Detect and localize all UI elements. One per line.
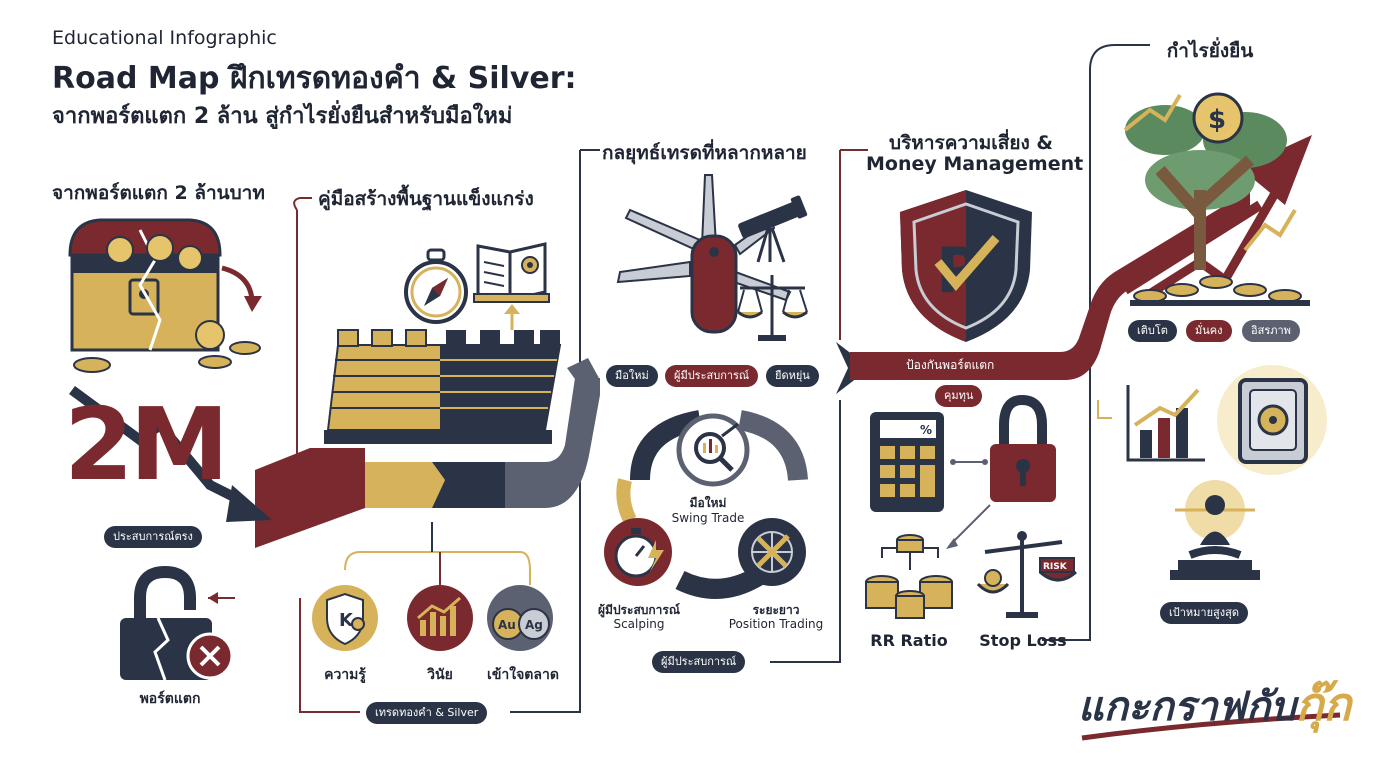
risk-tag: RISK: [1043, 562, 1068, 572]
stage1-big-2m: 2M: [64, 386, 229, 503]
stop-loss-scale-icon: RISK: [976, 531, 1077, 618]
pill-level-experienced: ผู้มีประสบการณ์: [665, 365, 759, 387]
brand-highlight: กุ๊ก: [1295, 677, 1352, 731]
open-book-gear-icon: [473, 242, 550, 330]
swiss-knife-icon: [616, 174, 792, 334]
cycle-swing-trade: Swing Trade: [671, 511, 745, 525]
knowledge-letter: K: [339, 610, 354, 631]
gold-symbol: Au: [498, 618, 516, 632]
cycle-scalping: Scalping: [613, 617, 665, 631]
broken-treasure-chest-icon: [68, 218, 262, 373]
rr-ratio-label: RR Ratio: [870, 631, 948, 650]
silver-symbol: Ag: [525, 618, 543, 632]
cycle-experienced-level: ผู้มีประสบการณ์: [598, 603, 680, 617]
stage5-title: กำไรยั่งยืน: [1166, 40, 1254, 62]
knowledge-label: ความรู้: [324, 667, 366, 683]
cycle-long-term-level: ระยะยาว: [752, 603, 800, 617]
stop-loss-label: Stop Loss: [979, 631, 1067, 650]
brand-swoosh: [1081, 712, 1341, 741]
pill-direct-experience: ประสบการณ์ตรง: [104, 526, 202, 548]
pill-level-beginner: มือใหม่: [606, 365, 658, 387]
strategy-cycle: [604, 410, 808, 599]
discipline-label: วินัย: [427, 667, 453, 683]
stage4-title-line2: Money Management: [866, 153, 1084, 175]
protect-portfolio-label: ป้องกันพอร์ตแตก: [906, 358, 995, 372]
padlock-icon: [946, 394, 1056, 549]
stage2-title: คู่มือสร้างพื้นฐานแข็งแกร่ง: [318, 188, 534, 210]
safe-vault-icon: [1217, 365, 1327, 475]
pill-capital-control: คุมทุน: [935, 385, 983, 407]
pill-ultimate-goal: เป้าหมายสูงสุด: [1160, 602, 1248, 624]
cycle-position-trading: Position Trading: [728, 617, 824, 631]
fortress-wall-icon: [324, 329, 562, 444]
knowledge-shield-icon: K: [312, 585, 378, 651]
connector-lines: [208, 44, 1150, 713]
compass-icon: [404, 248, 468, 324]
discipline-chart-icon: [407, 585, 473, 651]
calc-percent: %: [920, 423, 932, 437]
dollar-symbol: $: [1208, 105, 1226, 135]
page-title: Road Map ฝึกเทรดทองคำ & Silver:: [52, 61, 577, 96]
broken-lock-icon: [120, 565, 234, 681]
money-tree-icon: $: [1123, 92, 1310, 306]
growth-chart-icon: [1126, 385, 1205, 462]
brand-signature: แกะกราฟกับกุ๊ก: [1078, 668, 1351, 741]
calculator-icon: %: [870, 412, 944, 512]
pill-experienced-bottom: ผู้มีประสบการณ์: [652, 651, 746, 673]
pill-gold-silver: เทรดทองคำ & Silver: [366, 702, 488, 724]
gold-silver-coins-icon: Au Ag: [487, 585, 553, 651]
meditation-icon: [1170, 480, 1260, 580]
cycle-beginner-level: มือใหม่: [689, 496, 727, 510]
page-title-line2: จากพอร์ตแตก 2 ล้าน สู่กำไรยั่งยืนสำหรับม…: [52, 104, 513, 129]
brand-text: แกะกราฟกับ: [1078, 683, 1296, 730]
telescope-icon: [738, 195, 808, 263]
risk-shield-icon: R: [900, 190, 1032, 342]
infographic-subtitle: Educational Infographic: [52, 27, 277, 49]
crash-arrow-icon: [69, 385, 272, 522]
stage3-title: กลยุทธ์เทรดที่หลากหลาย: [602, 142, 807, 164]
pill-level-flexible: ยืดหยุ่น: [766, 365, 819, 387]
stage1-title: จากพอร์ตแตก 2 ล้านบาท: [52, 182, 265, 204]
pill-stability: มั่นคง: [1186, 320, 1232, 342]
broken-portfolio-label: พอร์ตแตก: [139, 691, 201, 707]
coin-stacks-icon: [865, 534, 953, 619]
pill-growth: เติบโต: [1128, 320, 1177, 342]
balance-scale-icon: [737, 275, 808, 341]
main-road: [255, 135, 1312, 548]
market-understanding-label: เข้าใจตลาด: [487, 667, 559, 683]
stage4-title: บริหารความเสี่ยง &: [889, 132, 1053, 154]
pill-freedom: อิสรภาพ: [1242, 320, 1300, 342]
